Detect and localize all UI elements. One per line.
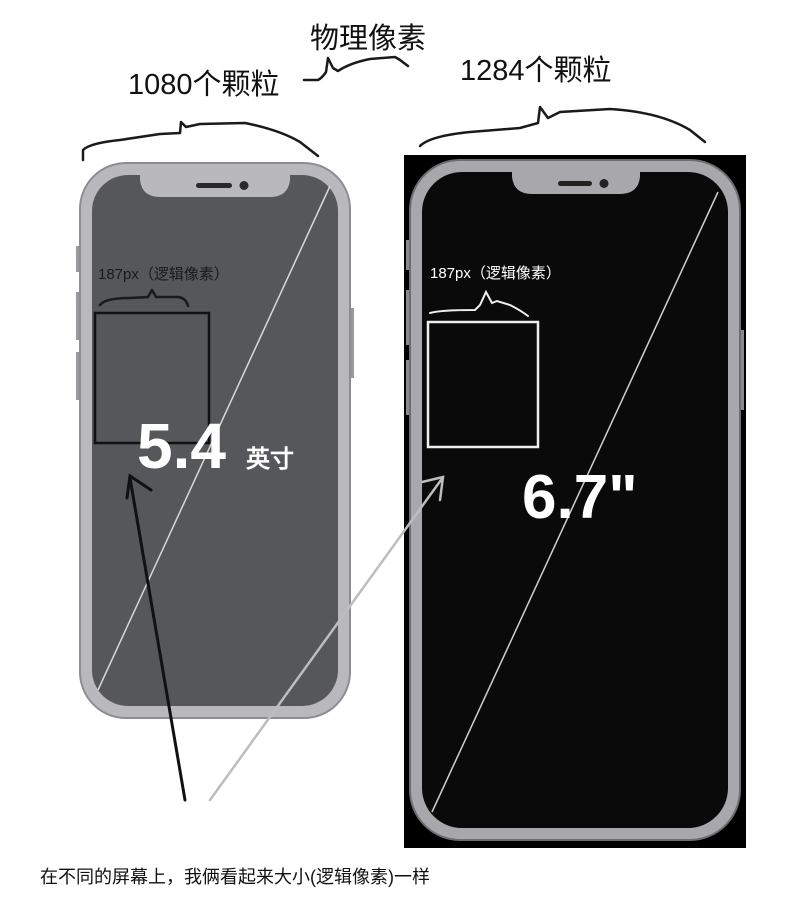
right-diagonal <box>431 191 719 813</box>
physical-pixels-label: 物理像素 <box>310 22 426 55</box>
physical-pixels-brace <box>302 55 410 82</box>
right-logical-box <box>426 320 540 449</box>
left-logical-box <box>93 311 211 445</box>
right-logical-label: 187px（逻辑像素） <box>430 265 561 282</box>
left-logical-label: 187px（逻辑像素） <box>98 266 229 283</box>
gray-arrow <box>208 475 445 802</box>
left-width-brace <box>81 120 320 162</box>
right-width-brace <box>418 105 707 148</box>
right-pixel-count-label: 1284个颗粒 <box>460 54 612 87</box>
left-phone: 187px（逻辑像素） 5.4 英寸 <box>76 162 354 719</box>
left-screen <box>92 175 338 706</box>
black-arrow <box>125 473 187 802</box>
left-pixel-count-label: 1080个颗粒 <box>128 68 280 101</box>
left-logical-brace <box>98 288 190 308</box>
right-phone: 187px（逻辑像素） 6.7" <box>404 155 746 848</box>
right-size-label: 6.7" <box>522 463 638 532</box>
left-size-unit: 英寸 <box>246 446 294 473</box>
left-diagonal <box>97 185 331 691</box>
right-logical-brace <box>429 289 529 317</box>
left-size-number: 5.4 <box>137 410 226 482</box>
caption: 在不同的屏幕上，我俩看起来大小(逻辑像素)一样 <box>40 867 430 887</box>
